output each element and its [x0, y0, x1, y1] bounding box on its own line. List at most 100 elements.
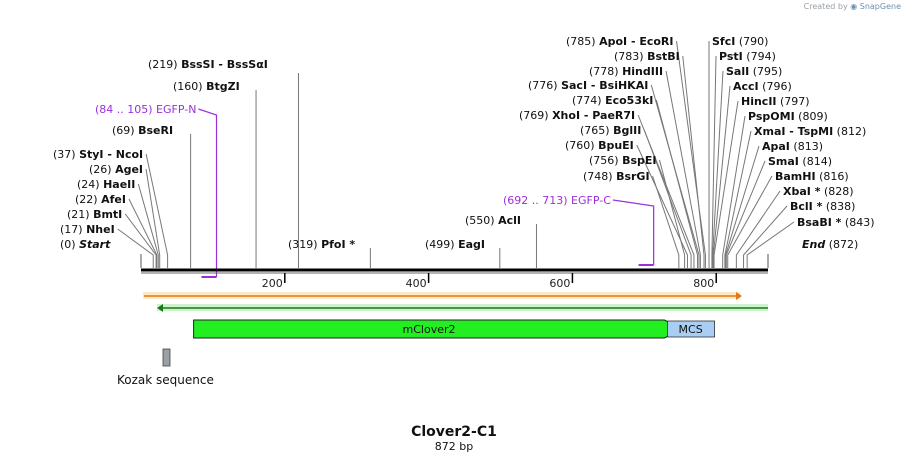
- features: mClover2 MCS Kozak sequence: [117, 319, 716, 387]
- site-name: BssSI - BssSαI: [181, 58, 268, 71]
- site-label-nhei: (17) NheI: [60, 223, 115, 236]
- site-name: BamHI: [775, 170, 816, 183]
- feature-label-mclover2: mClover2: [403, 323, 456, 336]
- site-label-bpuei: (760) BpuEI: [565, 139, 634, 152]
- site-name: ApaI: [762, 140, 790, 153]
- site-position: (785): [566, 35, 599, 48]
- site-label-smai: SmaI (814): [768, 155, 832, 168]
- site-label-bsrgi: (748) BsrGI: [583, 170, 650, 183]
- created-by-watermark: Created by ◉ SnapGene: [804, 2, 901, 11]
- site-position: (795): [749, 65, 782, 78]
- site-line-bamhi: [727, 175, 773, 268]
- site-name: AgeI: [115, 163, 143, 176]
- site-label-xbai: XbaI * (828): [783, 185, 854, 198]
- site-name: AclI: [498, 214, 521, 227]
- tick-label-200: 200: [262, 277, 283, 290]
- site-position: (809): [795, 110, 828, 123]
- site-label-bstbi: (783) BstBI: [614, 50, 680, 63]
- site-label-hincii: HincII (797): [741, 95, 810, 108]
- site-name: StyI - NcoI: [79, 148, 143, 161]
- site-position: (843): [841, 216, 874, 229]
- site-position: (219): [148, 58, 181, 71]
- site-label-afei: (22) AfeI: [75, 193, 126, 206]
- site-name: BstBI: [647, 50, 680, 63]
- site-line-sali: [712, 70, 724, 268]
- map-length: 872 bp: [435, 440, 473, 453]
- site-position: (319): [288, 238, 321, 251]
- site-position: (21): [67, 208, 93, 221]
- site-label-bmti: (21) BmtI: [67, 208, 122, 221]
- site-position: (769): [519, 109, 552, 122]
- feature-label-mcs: MCS: [679, 323, 703, 336]
- site-line-bsrgi: [652, 175, 680, 268]
- site-label-apai: ApaI (813): [762, 140, 823, 153]
- site-name: XmaI - TspMI: [754, 125, 833, 138]
- sequence-backbone: [141, 268, 768, 274]
- site-label-hindiii: (778) HindIII: [589, 65, 663, 78]
- site-name: BglII: [613, 124, 641, 137]
- site-position: (828): [820, 185, 853, 198]
- brand-label: SnapGene: [859, 2, 901, 11]
- site-line-psti: [711, 55, 717, 268]
- site-label-eco53ki: (774) Eco53kI: [572, 94, 653, 107]
- primer-lead-egfp-n: [198, 108, 218, 277]
- forward-strand-arrow-icon: [736, 292, 742, 300]
- site-label-apoi-ecori: (785) ApoI - EcoRI: [566, 35, 674, 48]
- site-position: (748): [583, 170, 616, 183]
- site-name: HindIII: [622, 65, 663, 78]
- site-labels: (0) Start (17) NheI (21) BmtI (22) AfeI (24)…: [53, 35, 875, 251]
- created-by-label: Created by: [803, 2, 848, 11]
- site-position: (0): [60, 238, 79, 251]
- site-position: (69): [112, 124, 138, 137]
- site-line-bsabi: [746, 221, 795, 268]
- tick-label-400: 400: [406, 277, 427, 290]
- feature-mcs: [667, 320, 716, 338]
- site-position: (796): [759, 80, 792, 93]
- site-label-sfci: SfcI (790): [712, 35, 768, 48]
- site-label-pspomi: PspOMI (809): [748, 110, 828, 123]
- site-line-bpuei: [636, 144, 688, 268]
- site-name: BseRI: [138, 124, 173, 137]
- site-name: SmaI: [768, 155, 799, 168]
- site-label-bseri: (69) BseRI: [112, 124, 173, 137]
- feature-kozak-sequence: [162, 348, 171, 367]
- feature-label-kozak-sequence: Kozak sequence: [117, 373, 214, 387]
- site-name: XbaI *: [783, 185, 821, 198]
- site-line-styi-ncoi: [145, 153, 169, 268]
- site-label-styi-ncoi: (37) StyI - NcoI: [53, 148, 143, 161]
- site-line-bmti: [124, 213, 157, 268]
- site-name: SacI - BsiHKAI: [561, 79, 648, 92]
- site-position: (790): [735, 35, 768, 48]
- site-position: (813): [790, 140, 823, 153]
- site-position: (160): [173, 80, 206, 93]
- primer-lead-egfp-c: [612, 199, 655, 265]
- site-label-start: (0) Start: [60, 238, 111, 251]
- site-position: (797): [777, 95, 810, 108]
- site-position: (550): [465, 214, 498, 227]
- site-name: HincII: [741, 95, 777, 108]
- site-line-nhei: [117, 228, 154, 268]
- site-label-end: End (872): [802, 238, 858, 251]
- site-position: (794): [743, 50, 776, 63]
- tick-label-600: 600: [549, 277, 570, 290]
- site-line-saci-bsihkai: [650, 84, 700, 268]
- site-line-haeii: [137, 183, 159, 268]
- strand-arrows: [143, 292, 768, 312]
- site-name: Eco53kI: [605, 94, 653, 107]
- site-name: BsaBI *: [797, 216, 842, 229]
- site-position: (24): [77, 178, 103, 191]
- site-name: PfoI *: [321, 238, 355, 251]
- site-position: (17): [60, 223, 86, 236]
- site-line-pspomi: [722, 115, 746, 268]
- site-position: (26): [89, 163, 115, 176]
- primer-label-egfp-n: (84 .. 105) EGFP-N: [95, 103, 196, 116]
- site-label-bspei: (756) BspEI: [589, 154, 657, 167]
- site-name: SalI: [726, 65, 749, 78]
- site-position: (872): [825, 238, 858, 251]
- site-label-bcli: BclI * (838): [790, 200, 855, 213]
- site-line-bstbi: [682, 55, 705, 268]
- site-name: AfeI: [101, 193, 126, 206]
- site-position: (776): [528, 79, 561, 92]
- site-label-bglii: (765) BglII: [580, 124, 641, 137]
